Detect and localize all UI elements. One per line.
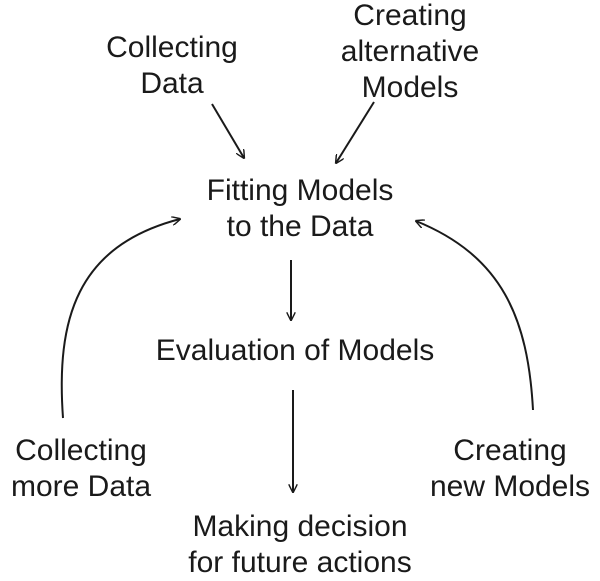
node-creating-alternative-line-2: alternative [340, 35, 480, 68]
node-collecting-data-line-2: Data [140, 67, 204, 100]
node-making-decision-line-2: for future actions [188, 546, 412, 579]
node-creating-alternative-models: Creating alternative Models [320, 0, 500, 106]
node-evaluation: Evaluation of Models [120, 333, 470, 369]
node-fitting-models-line-1: Fitting Models [206, 174, 394, 207]
arrow-alternative-to-fitting [336, 101, 375, 163]
node-fitting-models-line-2: to the Data [226, 210, 374, 243]
node-making-decision-line-1: Making decision [192, 510, 408, 543]
node-making-decision: Making decision for future actions [160, 509, 440, 581]
arrow-new-models-to-fitting [416, 221, 534, 411]
arrow-more-data-to-fitting [60, 219, 180, 419]
node-collecting-more-data: Collecting more Data [0, 433, 166, 505]
node-creating-alternative-line-1: Creating [353, 0, 467, 32]
node-collecting-more-data-line-1: Collecting [15, 434, 147, 467]
node-collecting-data: Collecting Data [82, 30, 262, 102]
node-collecting-more-data-line-2: more Data [10, 470, 152, 503]
node-collecting-data-line-1: Collecting [106, 31, 238, 64]
node-fitting-models: Fitting Models to the Data [180, 173, 420, 245]
node-creating-alternative-line-3: Models [361, 71, 459, 104]
arrow-collecting-to-fitting [211, 103, 244, 158]
node-evaluation-line-1: Evaluation of Models [155, 334, 435, 367]
node-creating-new-models-line-1: Creating [453, 434, 567, 467]
node-creating-new-models: Creating new Models [420, 433, 600, 505]
node-creating-new-models-line-2: new Models [429, 470, 591, 503]
